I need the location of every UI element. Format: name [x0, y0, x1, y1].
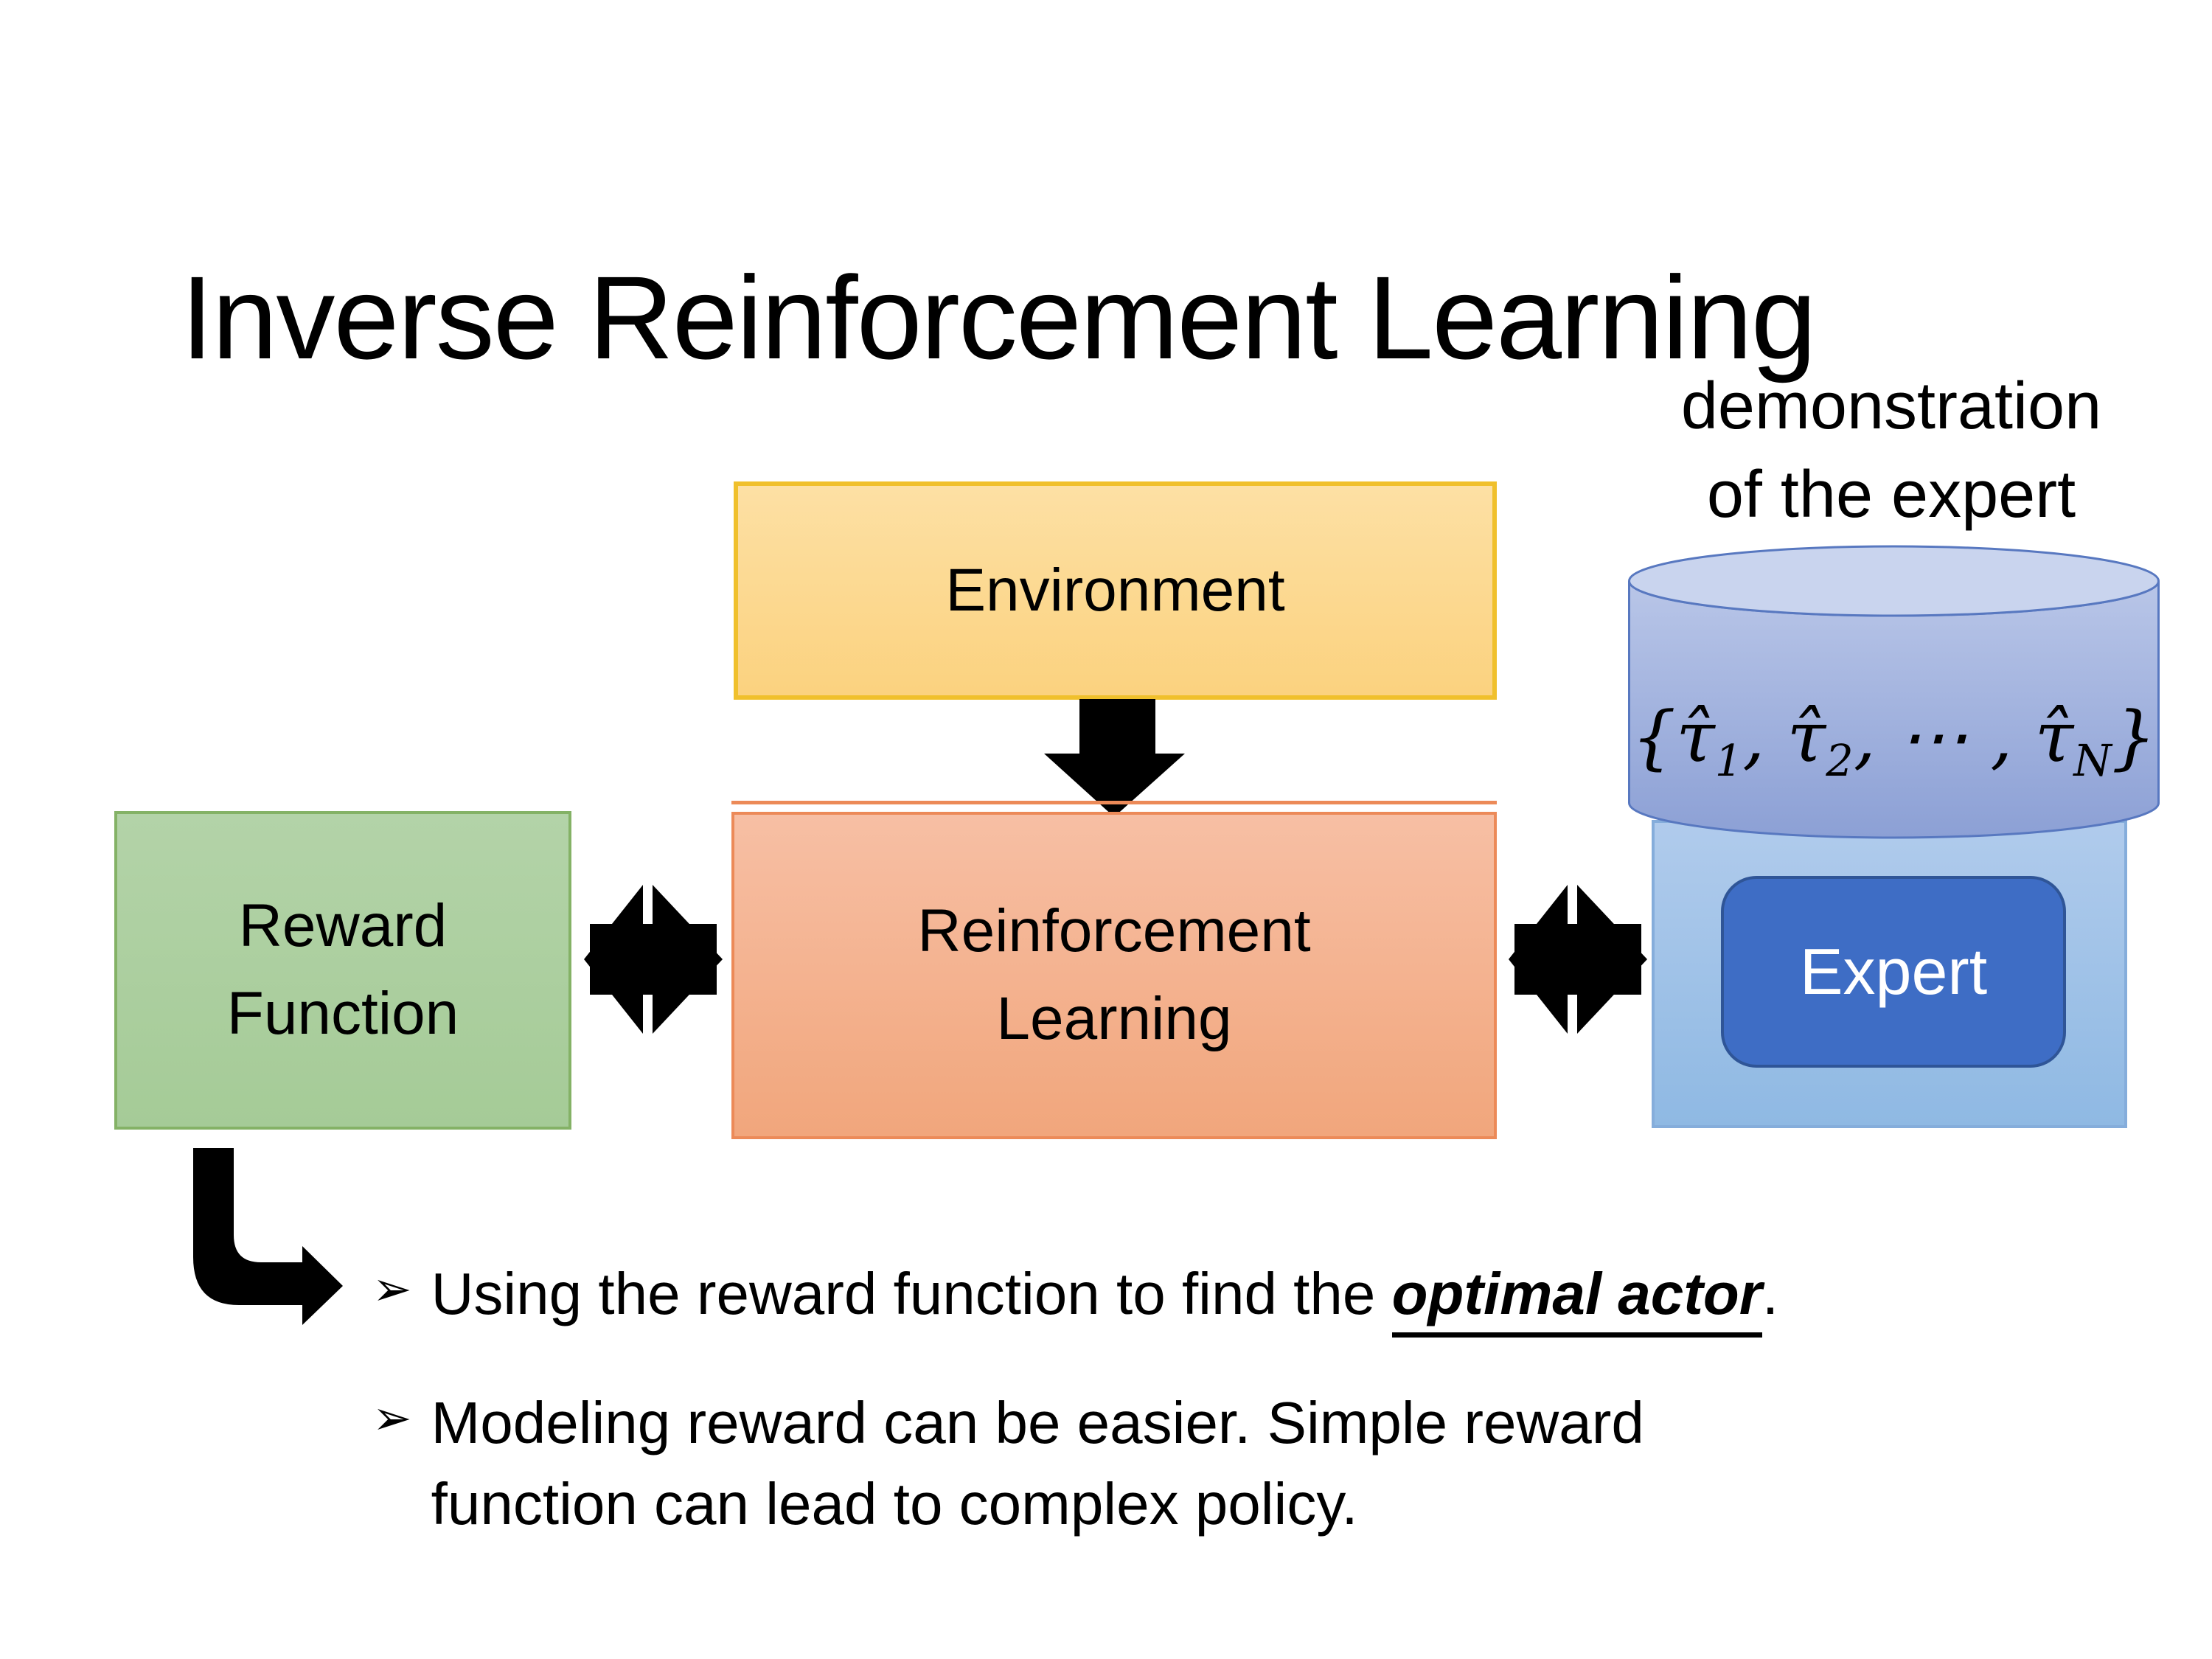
demonstration-caption-line2: of the expert [1706, 457, 2076, 532]
demonstration-caption-line1: demonstration [1680, 369, 2102, 443]
bullet-1-suffix: . [1761, 1261, 1779, 1326]
bullet-arrow-icon: ➢ [372, 1262, 412, 1317]
trajectory-set-label: {τ̂1, τ̂2, ⋯ , τ̂N} [1626, 697, 2162, 782]
bullet-1-prefix: Using the reward function to find the [431, 1261, 1392, 1326]
bullet-1-emphasis: optimal actor [1391, 1261, 1762, 1338]
double-arrow-right-icon [1509, 885, 1647, 1034]
bullet-item-2: ➢ Modeling reward can be easier. Simple … [372, 1382, 1685, 1545]
sub-n: N [2073, 735, 2112, 786]
rl-box-top-accent-line [731, 801, 1497, 804]
tau-hat-1: τ̂ [1676, 697, 1715, 778]
bullet-2-text: Modeling reward can be easier. Simple re… [431, 1390, 1644, 1537]
bullet-item-1: ➢ Using the reward function to find the … [372, 1253, 1779, 1338]
reinforcement-learning-label-line1: Reinforcement [917, 897, 1311, 965]
elbow-arrow-icon [193, 1148, 343, 1325]
open-brace: { [1631, 697, 1677, 778]
separator-1: , [1742, 697, 1787, 778]
double-arrow-left-icon [584, 885, 723, 1034]
reward-function-label-line2: Function [226, 980, 459, 1047]
down-arrow-icon [1044, 699, 1185, 817]
expert-label: Expert [1799, 935, 1988, 1008]
demonstration-caption: demonstration of the expert [1578, 363, 2205, 539]
tau-hat-2: τ̂ [1787, 697, 1826, 778]
bullet-1-text: Using the reward function to find the op… [431, 1253, 1779, 1338]
reward-function-label-line1: Reward [238, 892, 448, 960]
environment-box: Environment [734, 481, 1497, 700]
reinforcement-learning-label-line2: Learning [996, 985, 1232, 1052]
separator-dots: , ⋯ , [1853, 697, 2035, 778]
page-title: Inverse Reinforcement Learning [181, 251, 1817, 384]
reward-function-box: Reward Function [114, 811, 571, 1130]
tau-hat-n: τ̂ [2034, 697, 2074, 778]
reinforcement-learning-box: Reinforcement Learning [731, 812, 1497, 1139]
database-cylinder-icon [1628, 545, 2160, 839]
environment-label: Environment [945, 557, 1285, 624]
expert-box: Expert [1721, 876, 2066, 1068]
bullet-arrow-icon: ➢ [372, 1391, 412, 1446]
close-brace: } [2111, 697, 2157, 778]
sub-2: 2 [1826, 735, 1854, 786]
sub-1: 1 [1714, 735, 1743, 786]
